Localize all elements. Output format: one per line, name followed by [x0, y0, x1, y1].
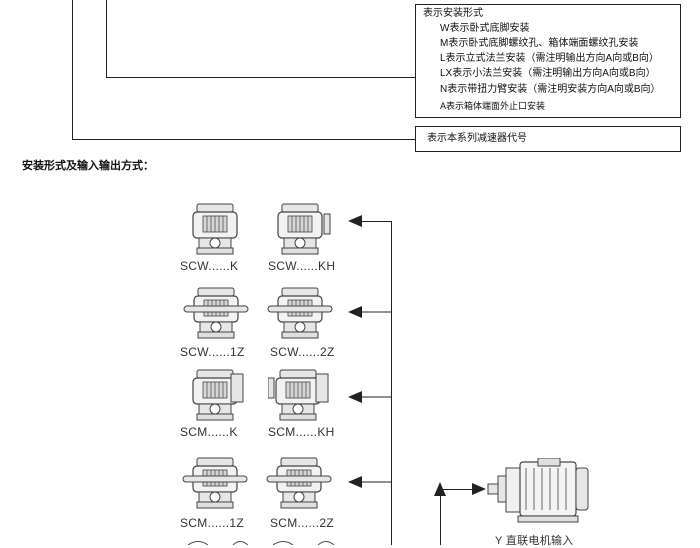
series-code-label: 表示本系列减速器代号 — [427, 133, 527, 144]
left-arrow-icon — [348, 476, 392, 488]
inner-connector-horizontal — [106, 77, 415, 78]
bracket-vertical-line — [391, 221, 392, 545]
series-code-box: 表示本系列减速器代号 — [415, 126, 681, 152]
variant-label: SCM......1Z — [180, 516, 244, 530]
left-arrow-icon — [348, 215, 362, 227]
gear-reducer-icon — [183, 287, 249, 339]
variant-label: SCW......1Z — [180, 345, 245, 359]
gear-reducer-icon — [182, 457, 248, 509]
outer-connector-vertical — [72, 0, 73, 139]
install-type-item: L表示立式法兰安装（需注明输出方向A向或B向） — [440, 53, 659, 64]
gear-reducer-icon — [266, 457, 332, 509]
motor-connector-horizontal — [440, 489, 484, 490]
variant-label: SCW......2Z — [270, 345, 335, 359]
gear-reducer-icon — [192, 203, 238, 255]
variant-label: SCW......KH — [268, 259, 336, 273]
gear-reducer-icon — [267, 287, 333, 339]
section-title: 安装形式及输入输出方式： — [22, 160, 154, 172]
gear-reducer-icon — [187, 541, 335, 545]
install-type-item: W表示卧式底脚安装 — [440, 23, 530, 34]
left-arrow-icon — [348, 306, 392, 318]
inner-connector-vertical — [106, 0, 107, 77]
electric-motor-icon — [487, 458, 589, 523]
install-type-item: N表示带扭力臂安装（需注明安装方向A向或B向） — [440, 84, 661, 95]
install-type-box: 表示安装形式 W表示卧式底脚安装 M表示卧式底脚螺纹孔、箱体端面螺纹孔安装 L表… — [415, 4, 681, 118]
install-type-item: LX表示小法兰安装（需注明输出方向A向或B向） — [440, 68, 656, 79]
outer-connector-horizontal — [72, 139, 415, 140]
left-arrow-icon — [348, 391, 392, 403]
right-arrow-icon — [472, 483, 486, 495]
bracket-top-line — [362, 221, 391, 222]
motor-label: Y 直联电机输入 — [495, 535, 574, 547]
gear-reducer-icon — [277, 203, 331, 255]
variant-label: SCW......K — [180, 259, 239, 273]
install-type-title: 表示安装形式 — [423, 8, 483, 19]
gear-reducer-icon — [192, 369, 244, 421]
variant-label: SCM......KH — [268, 425, 335, 439]
install-type-item: A表示箱体端面外止口安装 — [440, 101, 546, 111]
install-type-item: M表示卧式底脚螺纹孔、箱体端面螺纹孔安装 — [440, 38, 639, 49]
gear-reducer-icon — [268, 369, 329, 421]
variant-label: SCM......K — [180, 425, 238, 439]
variant-label: SCM......2Z — [270, 516, 334, 530]
motor-connector-vertical — [440, 492, 441, 545]
